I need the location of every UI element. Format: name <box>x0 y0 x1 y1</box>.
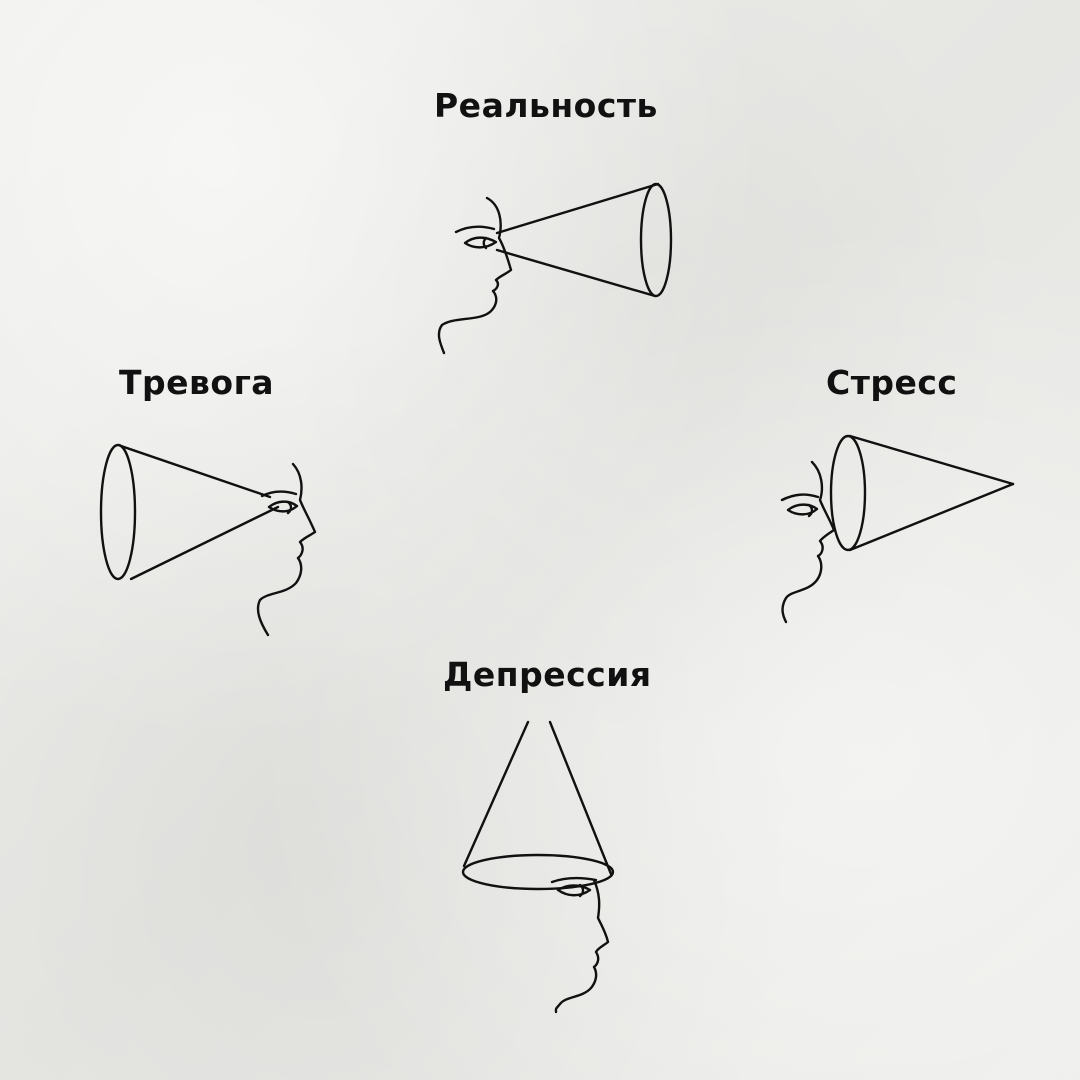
depression-cone-left-edge <box>462 720 530 868</box>
anxiety-cone-base <box>99 443 137 581</box>
depression-figure <box>461 720 615 1014</box>
reality-label: Реальность <box>434 86 658 125</box>
anxiety-figure <box>99 443 317 637</box>
depression-label: Депрессия <box>443 655 652 694</box>
stress-figure <box>780 434 1015 624</box>
reality-brow <box>454 225 496 234</box>
anxiety-label: Тревога <box>119 363 275 402</box>
reality-figure <box>437 182 673 355</box>
depression-face-profile <box>554 878 610 1014</box>
stress-eye <box>786 503 819 516</box>
reality-eye <box>463 236 498 249</box>
reality-face-profile <box>437 196 513 355</box>
stress-label: Стресс <box>826 363 958 402</box>
stress-pupil <box>807 503 814 518</box>
stress-face-profile <box>781 460 836 624</box>
anxiety-eye <box>267 500 299 513</box>
stress-cone-upper-edge <box>848 434 1015 486</box>
depression-cone-right-edge <box>548 720 613 876</box>
stress-cone-lower-edge <box>848 482 1015 552</box>
anxiety-cone-lower-edge <box>129 505 280 581</box>
stress-brow <box>780 493 820 502</box>
reality-cone-lower-edge <box>495 248 657 298</box>
anxiety-face-profile <box>256 462 317 637</box>
depression-eye <box>556 884 592 897</box>
reality-cone-upper-edge <box>495 182 660 235</box>
depression-cone-base <box>461 853 615 891</box>
anxiety-pupil <box>286 500 293 515</box>
depression-brow <box>550 876 598 884</box>
stress-cone-base <box>829 434 867 552</box>
reality-cone-base <box>639 182 673 298</box>
anxiety-cone-upper-edge <box>119 444 272 499</box>
reality-pupil <box>482 236 488 250</box>
